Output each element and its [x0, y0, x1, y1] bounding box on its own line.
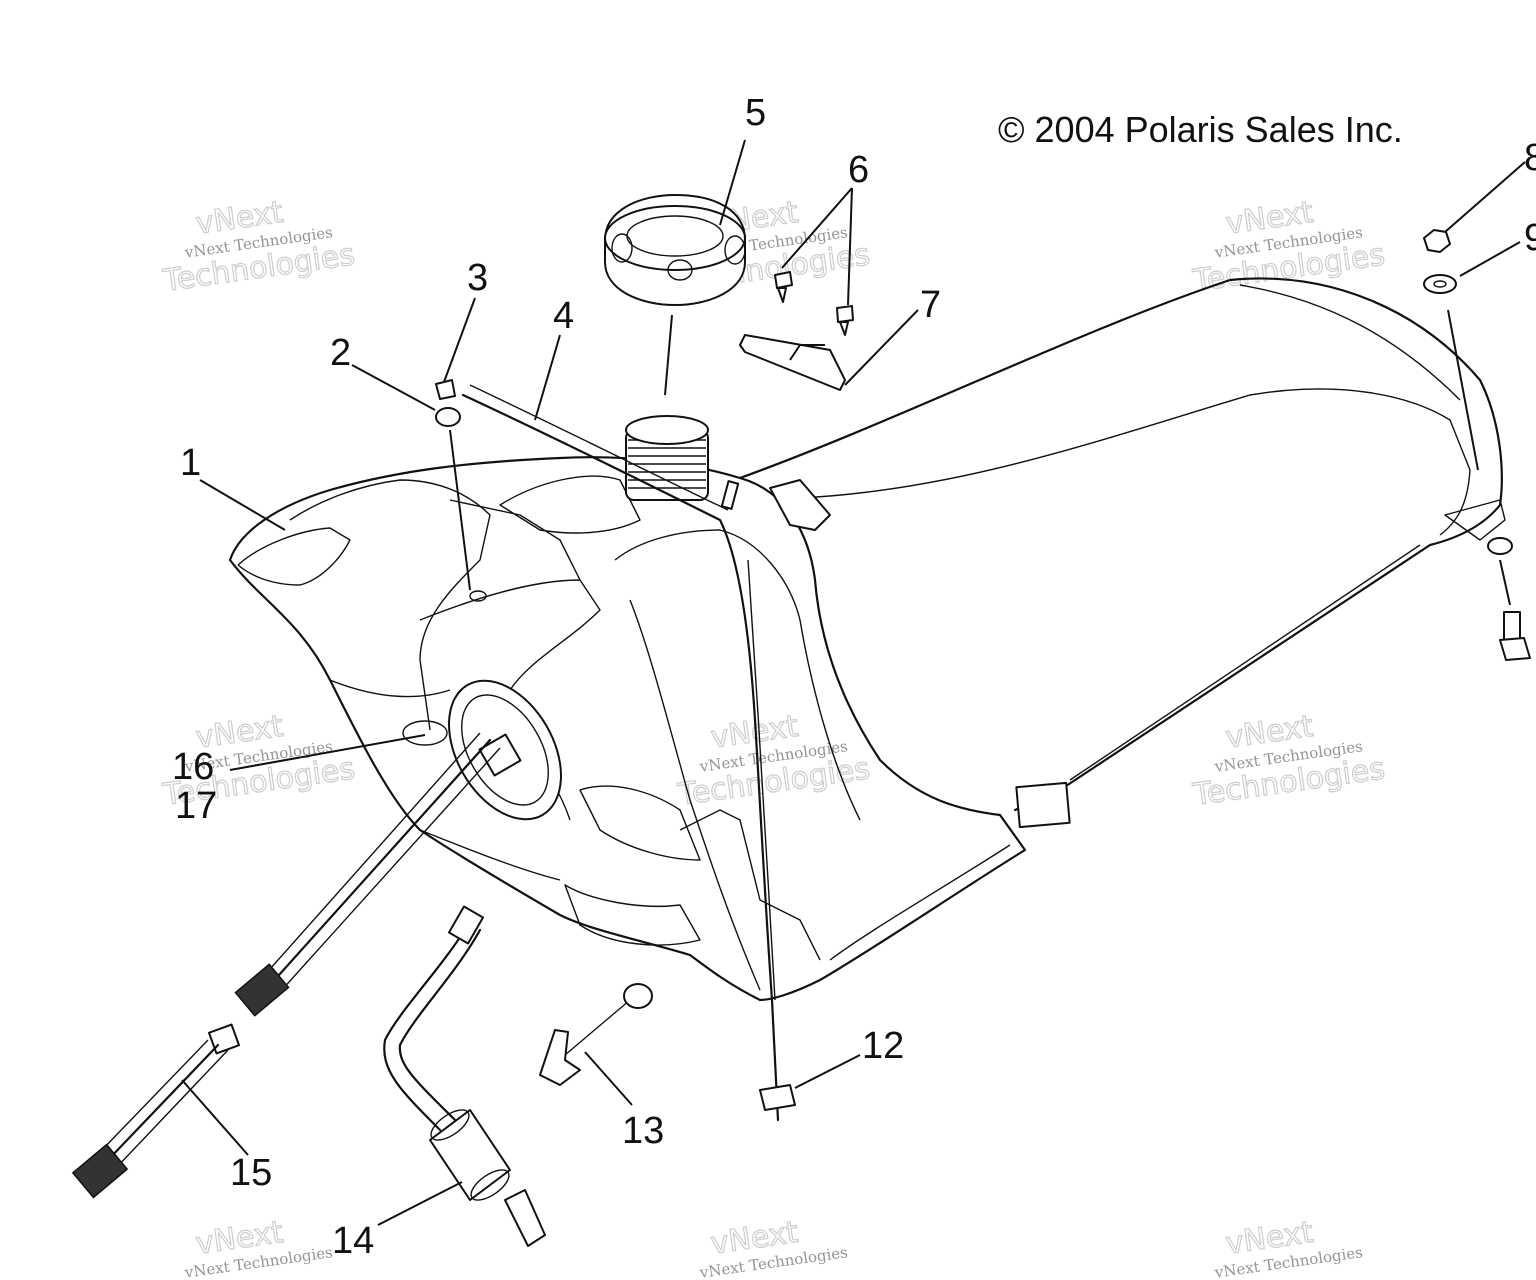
connector-harness — [71, 1023, 241, 1199]
fuel-tank — [228, 415, 1027, 1002]
pump-harness — [234, 732, 501, 1017]
callout-14: 14 — [332, 1220, 374, 1262]
watermark: vNext vNext Technologies Technologies — [1190, 708, 1388, 813]
watermark: vNext vNext Technologies Technologies — [675, 708, 873, 813]
fuel-line-filter — [383, 905, 546, 1247]
watermark: vNext vNext Technologies Technologies — [160, 194, 358, 299]
callout-6: 6 — [848, 149, 869, 191]
watermark: vNext vNext Technologies Technologies — [1190, 194, 1388, 299]
callout-8: 8 — [1524, 137, 1536, 179]
watermark: vNext vNext Technologies — [183, 1214, 334, 1280]
watermark: vNext vNext Technologies — [698, 1214, 849, 1280]
seat-cover — [738, 277, 1506, 829]
callout-1: 1 — [180, 442, 201, 484]
vent-fitting — [435, 379, 471, 591]
watermark: vNext vNext Technologies — [1213, 1214, 1364, 1280]
callout-17: 17 — [175, 785, 217, 827]
callout-16: 16 — [172, 746, 214, 788]
callout-15: 15 — [230, 1152, 272, 1194]
callout-5: 5 — [745, 92, 766, 134]
copyright-notice: © 2004 Polaris Sales Inc. — [998, 109, 1403, 150]
screws — [774, 271, 854, 336]
hose-clamp — [759, 1084, 796, 1111]
callout-2: 2 — [330, 332, 351, 374]
vent-hose — [461, 384, 780, 1122]
clip-strap — [539, 983, 653, 1086]
callout-3: 3 — [467, 257, 488, 299]
bracket — [739, 334, 846, 391]
callout-7: 7 — [920, 284, 941, 326]
callout-9: 9 — [1524, 217, 1536, 259]
leader-lines — [181, 139, 1526, 1226]
callout-12: 12 — [862, 1025, 904, 1067]
callout-4: 4 — [553, 295, 574, 337]
callouts: 1 2 3 4 5 6 7 8 9 12 13 14 15 16 17 — [172, 92, 1536, 1262]
gas-cap — [604, 194, 746, 396]
nut-washer — [1423, 229, 1531, 661]
callout-13: 13 — [622, 1110, 664, 1152]
